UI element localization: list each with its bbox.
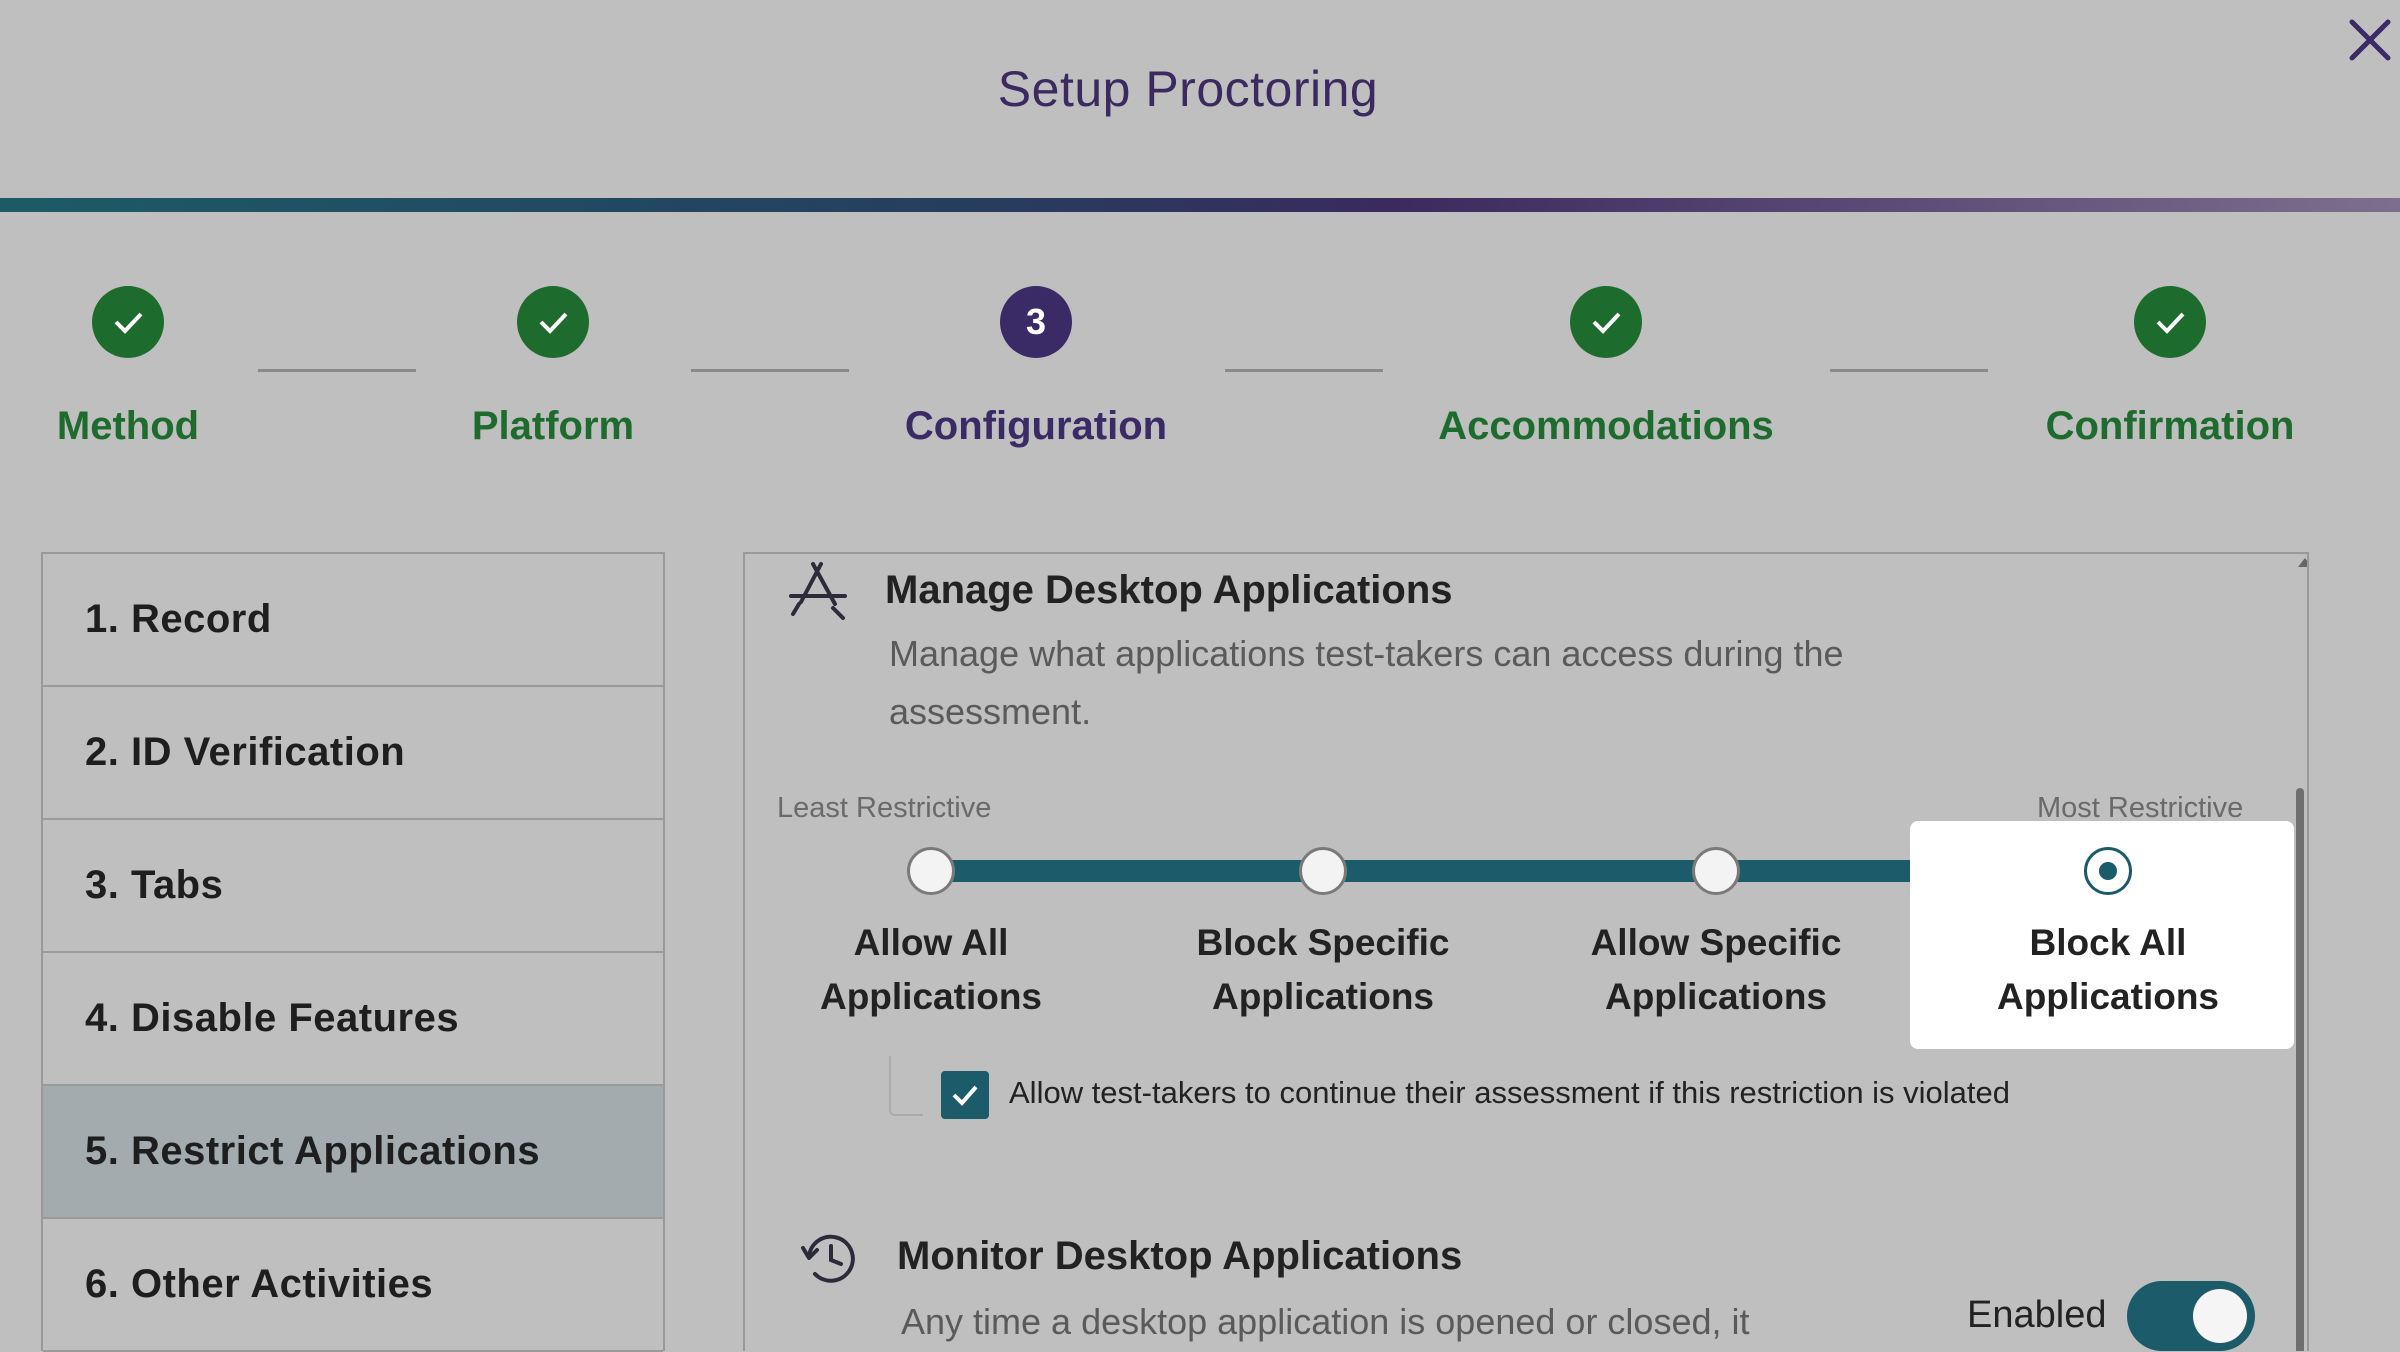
- continue-if-violated-checkbox[interactable]: [941, 1071, 989, 1119]
- option-label-line: Block Specific: [1196, 922, 1450, 963]
- radio-block-all[interactable]: [2084, 847, 2132, 895]
- scroll-up-arrow-icon[interactable]: [2298, 558, 2307, 567]
- step-confirmation-check-icon: [2134, 286, 2206, 358]
- sidebar-item-tabs[interactable]: 3. Tabs: [43, 820, 663, 953]
- step-confirmation-label[interactable]: Confirmation: [2045, 404, 2295, 448]
- option-label-line: Applications: [819, 976, 1043, 1017]
- sidebar-item-id-verification[interactable]: 2. ID Verification: [43, 687, 663, 820]
- sidebar-item-restrict-applications[interactable]: 5. Restrict Applications: [43, 1086, 663, 1219]
- option-block-all[interactable]: Block All Applications: [1938, 916, 2278, 1024]
- manage-section-title: Manage Desktop Applications: [885, 568, 1453, 612]
- history-icon: [799, 1228, 861, 1295]
- step-platform-label[interactable]: Platform: [471, 404, 635, 448]
- step-method-label[interactable]: Method: [56, 404, 200, 448]
- step-connector: [1225, 369, 1383, 372]
- manage-section-description: Manage what applications test-takers can…: [889, 633, 1844, 732]
- step-accommodations-label[interactable]: Accommodations: [1438, 404, 1774, 448]
- option-block-specific[interactable]: Block Specific Applications: [1153, 916, 1493, 1024]
- restriction-slider-track[interactable]: [931, 860, 2101, 882]
- toggle-knob: [2193, 1289, 2247, 1343]
- radio-block-specific[interactable]: [1299, 847, 1347, 895]
- step-configuration-number: 3: [1000, 286, 1072, 358]
- sidebar-item-disable-features[interactable]: 4. Disable Features: [43, 953, 663, 1086]
- step-connector: [691, 369, 849, 372]
- monitor-section-title: Monitor Desktop Applications: [897, 1234, 1463, 1278]
- monitor-toggle-label: Enabled: [1967, 1294, 2107, 1336]
- tree-connector: [889, 1056, 923, 1116]
- step-accommodations-check-icon: [1570, 286, 1642, 358]
- sidebar-item-record[interactable]: 1. Record: [43, 554, 663, 687]
- app-store-icon: [785, 560, 851, 627]
- header-divider: [0, 198, 2400, 212]
- most-restrictive-label: Most Restrictive: [2037, 792, 2244, 824]
- monitor-section-description: Any time a desktop application is opened…: [901, 1301, 1750, 1342]
- step-configuration-label[interactable]: Configuration: [904, 404, 1168, 448]
- option-label-line: Applications: [1211, 976, 1435, 1017]
- option-label-line: Allow Specific: [1590, 922, 1842, 963]
- least-restrictive-label: Least Restrictive: [777, 792, 992, 824]
- checkmark-icon: [952, 1085, 978, 1106]
- monitor-toggle[interactable]: [2127, 1281, 2255, 1351]
- dialog-title: Setup Proctoring: [997, 61, 1379, 117]
- settings-panel: Manage Desktop Applications Manage what …: [743, 552, 2309, 1351]
- radio-allow-all[interactable]: [907, 847, 955, 895]
- option-label-line: Allow All: [853, 922, 1009, 963]
- option-allow-all[interactable]: Allow All Applications: [761, 916, 1101, 1024]
- config-sidebar: 1. Record 2. ID Verification 3. Tabs 4. …: [41, 552, 665, 1352]
- step-connector: [258, 369, 416, 372]
- scrollbar-thumb[interactable]: [2296, 788, 2304, 1351]
- option-label-line: Block All: [2029, 922, 2187, 963]
- sidebar-item-other-activities[interactable]: 6. Other Activities: [43, 1219, 663, 1352]
- option-label-line: Applications: [1604, 976, 1828, 1017]
- option-allow-specific[interactable]: Allow Specific Applications: [1546, 916, 1886, 1024]
- step-platform-check-icon: [517, 286, 589, 358]
- close-icon[interactable]: [2338, 8, 2400, 72]
- radio-allow-specific[interactable]: [1692, 847, 1740, 895]
- continue-if-violated-label[interactable]: Allow test-takers to continue their asse…: [1009, 1075, 2011, 1110]
- step-method-check-icon: [92, 286, 164, 358]
- step-connector: [1830, 369, 1988, 372]
- option-label-line: Applications: [1996, 976, 2220, 1017]
